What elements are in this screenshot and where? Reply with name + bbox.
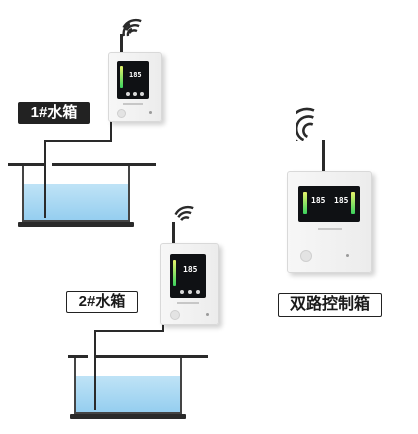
level-bar (120, 66, 123, 88)
tank-2 (68, 355, 208, 419)
tank-1-lid-right (52, 163, 156, 166)
controller-2-screen: 185 (170, 254, 206, 298)
tank-2-lid-left (68, 355, 88, 358)
wifi-icon (296, 107, 315, 141)
antenna-icon (120, 34, 123, 54)
probe-1 (44, 140, 46, 218)
controller-1-readout: 185 (129, 71, 142, 79)
tank-2-base (70, 414, 186, 419)
dual-box-label: 双路控制箱 (278, 293, 382, 317)
dual-readout-right: 185 (334, 196, 349, 205)
nameplate (123, 103, 143, 105)
wifi-icon (174, 205, 194, 221)
cable-1-vertical (110, 118, 112, 142)
tank-1-base (18, 222, 134, 227)
controller-2: 185 (160, 243, 219, 325)
tank-2-label: 2#水箱 (66, 291, 138, 313)
vent-icon (300, 250, 312, 262)
probe-2 (94, 330, 96, 410)
tank-2-lid-right (96, 355, 208, 358)
controller-1-screen: 185 (117, 61, 149, 99)
tank-1 (8, 163, 156, 227)
cable-1-horizontal (44, 140, 112, 142)
cable-2-horizontal (94, 330, 164, 332)
controller-2-readout: 185 (183, 265, 198, 274)
tank-2-water (76, 376, 180, 414)
antenna-icon (172, 222, 175, 244)
vent-icon (117, 109, 126, 118)
vent-icon (170, 310, 180, 320)
tank-1-water (24, 184, 128, 222)
dual-readout-left: 185 (311, 196, 326, 205)
dual-controller: 185 185 (287, 171, 372, 273)
antenna-icon (322, 140, 325, 172)
level-bar-right (351, 192, 355, 214)
controller-1: 185 (108, 52, 162, 122)
nameplate (177, 302, 199, 304)
dual-controller-screen: 185 185 (298, 186, 360, 222)
level-bar (173, 260, 176, 286)
wifi-icon (122, 18, 142, 37)
nameplate (318, 228, 342, 230)
tank-1-lid-left (8, 163, 44, 166)
level-bar-left (303, 192, 307, 214)
tank-1-label: 1#水箱 (18, 102, 90, 124)
